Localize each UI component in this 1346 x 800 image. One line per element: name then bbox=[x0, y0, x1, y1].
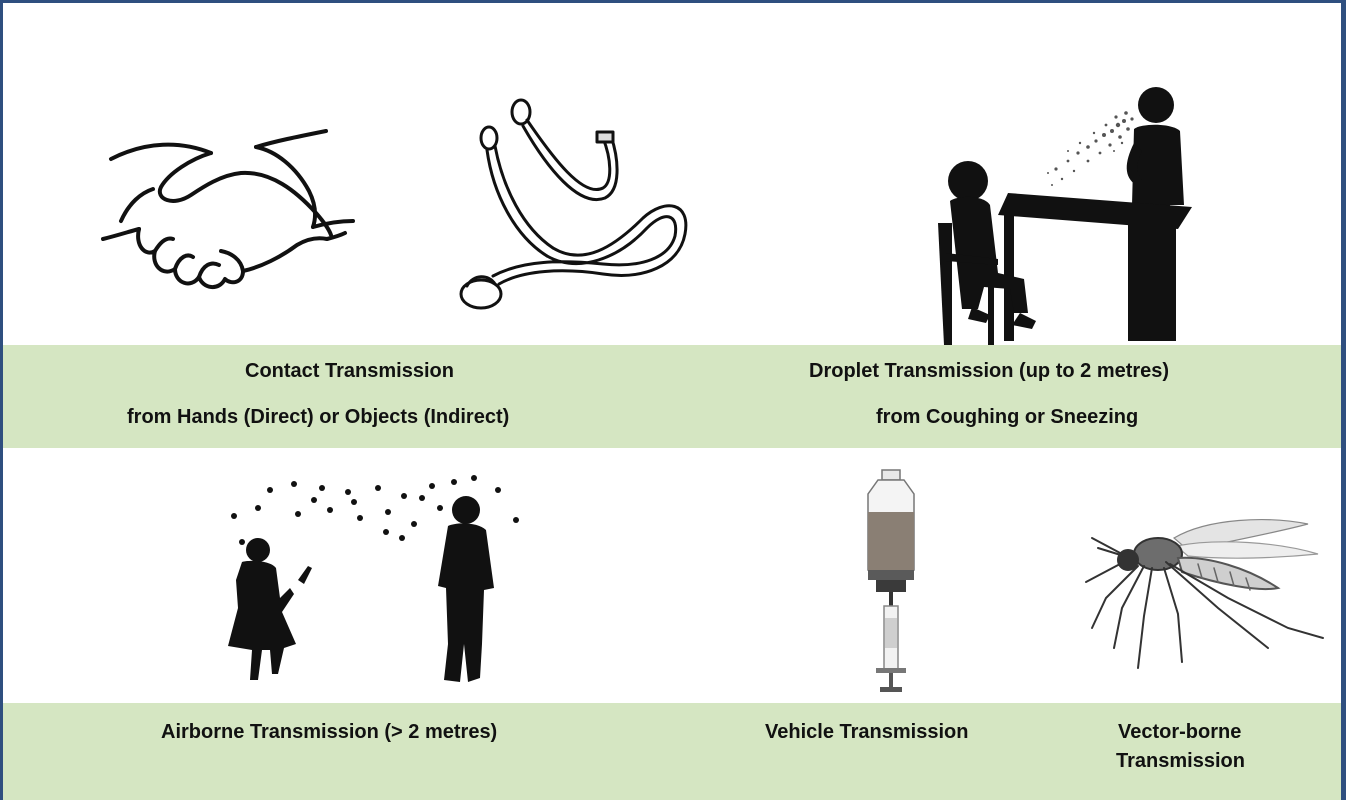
droplet-title: Droplet Transmission (up to 2 metres) bbox=[809, 360, 1170, 382]
contact-title: Contact Transmission bbox=[245, 360, 454, 382]
vehicle-illustration bbox=[858, 468, 928, 698]
caption-band-bottom bbox=[3, 703, 1341, 800]
handshake-icon bbox=[101, 129, 355, 289]
doctor-patient-cough-icon bbox=[938, 87, 1192, 345]
stethoscope-icon bbox=[459, 98, 688, 310]
droplet-illustration bbox=[928, 73, 1228, 345]
vector-title-line2: Transmission bbox=[1116, 750, 1245, 772]
airborne-illustration bbox=[218, 468, 533, 693]
handshake-illustration bbox=[91, 111, 361, 291]
droplet-subtitle: from Coughing or Sneezing bbox=[876, 406, 1139, 428]
vector-title-line1: Vector-borne bbox=[1118, 721, 1242, 743]
iv-bottle-syringe-icon bbox=[867, 469, 915, 692]
airborne-title: Airborne Transmission (> 2 metres) bbox=[161, 721, 498, 743]
contact-subtitle: from Hands (Direct) or Objects (Indirect… bbox=[127, 406, 510, 428]
airborne-people-icon bbox=[228, 475, 519, 682]
stethoscope-illustration bbox=[443, 98, 703, 313]
vehicle-title: Vehicle Transmission bbox=[765, 721, 969, 743]
caption-band-top bbox=[3, 345, 1341, 448]
vector-illustration bbox=[1078, 498, 1328, 673]
mosquito-icon bbox=[1085, 519, 1324, 669]
